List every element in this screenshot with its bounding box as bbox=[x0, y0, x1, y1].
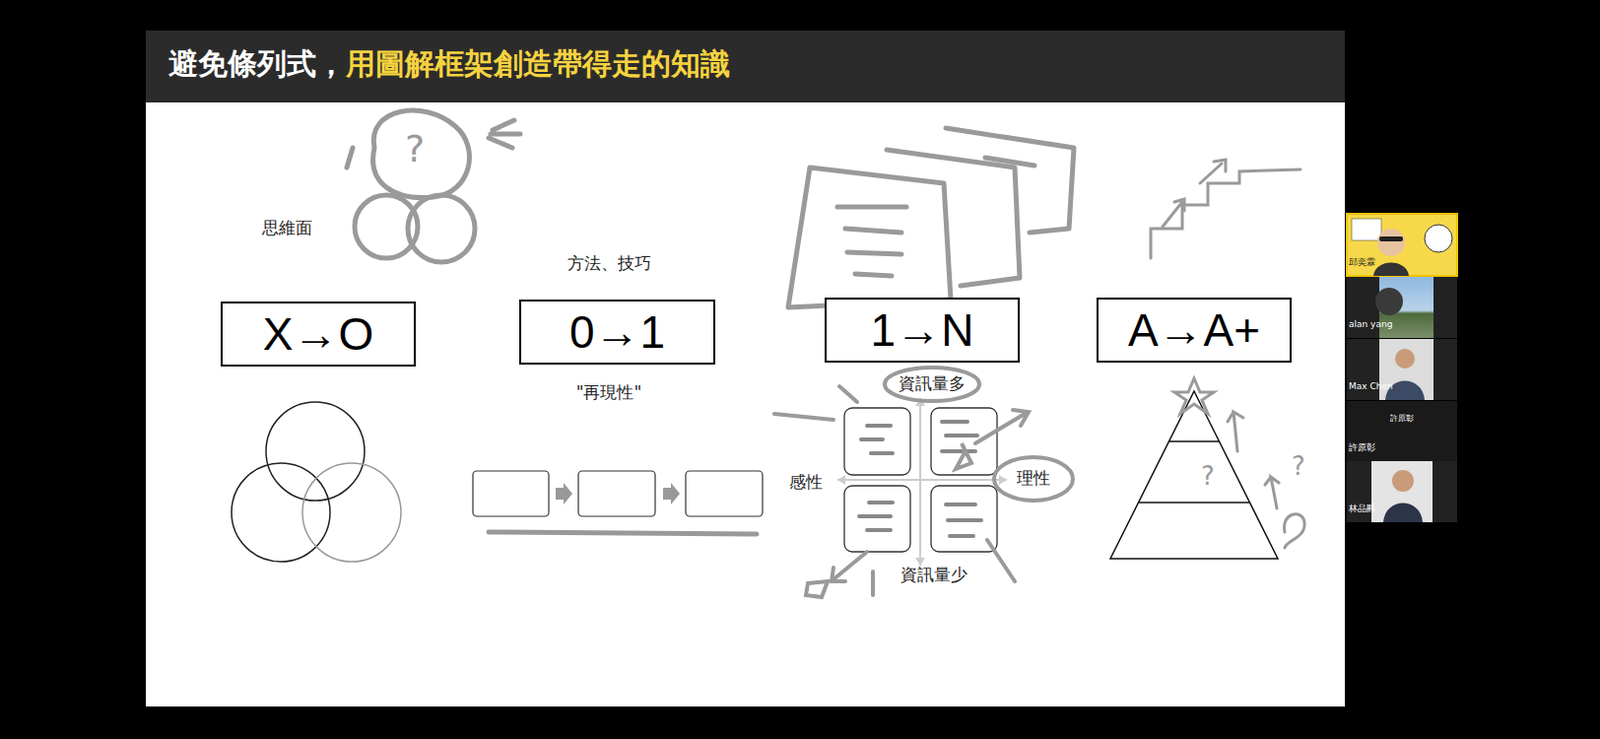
step-label: 0→1 bbox=[569, 309, 666, 355]
step-label: 1→N bbox=[870, 307, 975, 353]
axis-label: 感性 bbox=[789, 472, 823, 493]
quadrant-doodles bbox=[774, 367, 1073, 598]
slide-title: 避免條列式，用圖解框架創造帶得走的知識 bbox=[168, 47, 731, 82]
step-box: 0→1 bbox=[519, 299, 716, 365]
participant-name: 許原彰 bbox=[1348, 442, 1376, 453]
note-label: "再現性" bbox=[576, 383, 643, 403]
pyramid bbox=[1110, 391, 1278, 559]
thought-doodle bbox=[346, 110, 521, 263]
title-part: 避免條列式， bbox=[168, 46, 346, 81]
title-bar bbox=[145, 30, 1345, 103]
participant-name: 林品爵 bbox=[1348, 503, 1376, 514]
title-part: 用圖解框架創造帶得走的知識 bbox=[345, 46, 731, 81]
doodle-mark: ? bbox=[404, 128, 425, 172]
venn-diagram bbox=[231, 401, 401, 562]
step-box: 1→N bbox=[824, 297, 1020, 363]
process-flow bbox=[472, 470, 763, 534]
avatar-name: 許原彰 bbox=[1390, 413, 1414, 423]
stairs-doodle bbox=[1150, 159, 1301, 259]
video-tiles bbox=[1346, 213, 1458, 523]
participant-name: alan yang bbox=[1348, 319, 1393, 330]
doodle-mark: ? bbox=[1200, 462, 1215, 492]
pyramid-doodles bbox=[1174, 378, 1305, 548]
aspect-label: 思維面 bbox=[262, 218, 313, 239]
axis-label: 資訊量多 bbox=[898, 374, 966, 395]
step-box: A→A+ bbox=[1096, 297, 1292, 363]
step-label: A→A+ bbox=[1128, 307, 1261, 353]
quadrant-matrix bbox=[837, 398, 1007, 566]
pages-doodle bbox=[788, 128, 1074, 308]
axis-label: 理性 bbox=[1016, 468, 1051, 489]
participant-name: Max Chen bbox=[1348, 381, 1394, 392]
step-box: X→O bbox=[220, 301, 416, 367]
aspect-label: 方法、技巧 bbox=[567, 254, 652, 274]
axis-label: 資訊量少 bbox=[900, 565, 968, 586]
step-label: X→O bbox=[263, 311, 374, 357]
participant-name: 邱奕霖 bbox=[1348, 257, 1376, 267]
slide bbox=[145, 30, 1345, 707]
doodle-mark: ? bbox=[1291, 452, 1306, 482]
